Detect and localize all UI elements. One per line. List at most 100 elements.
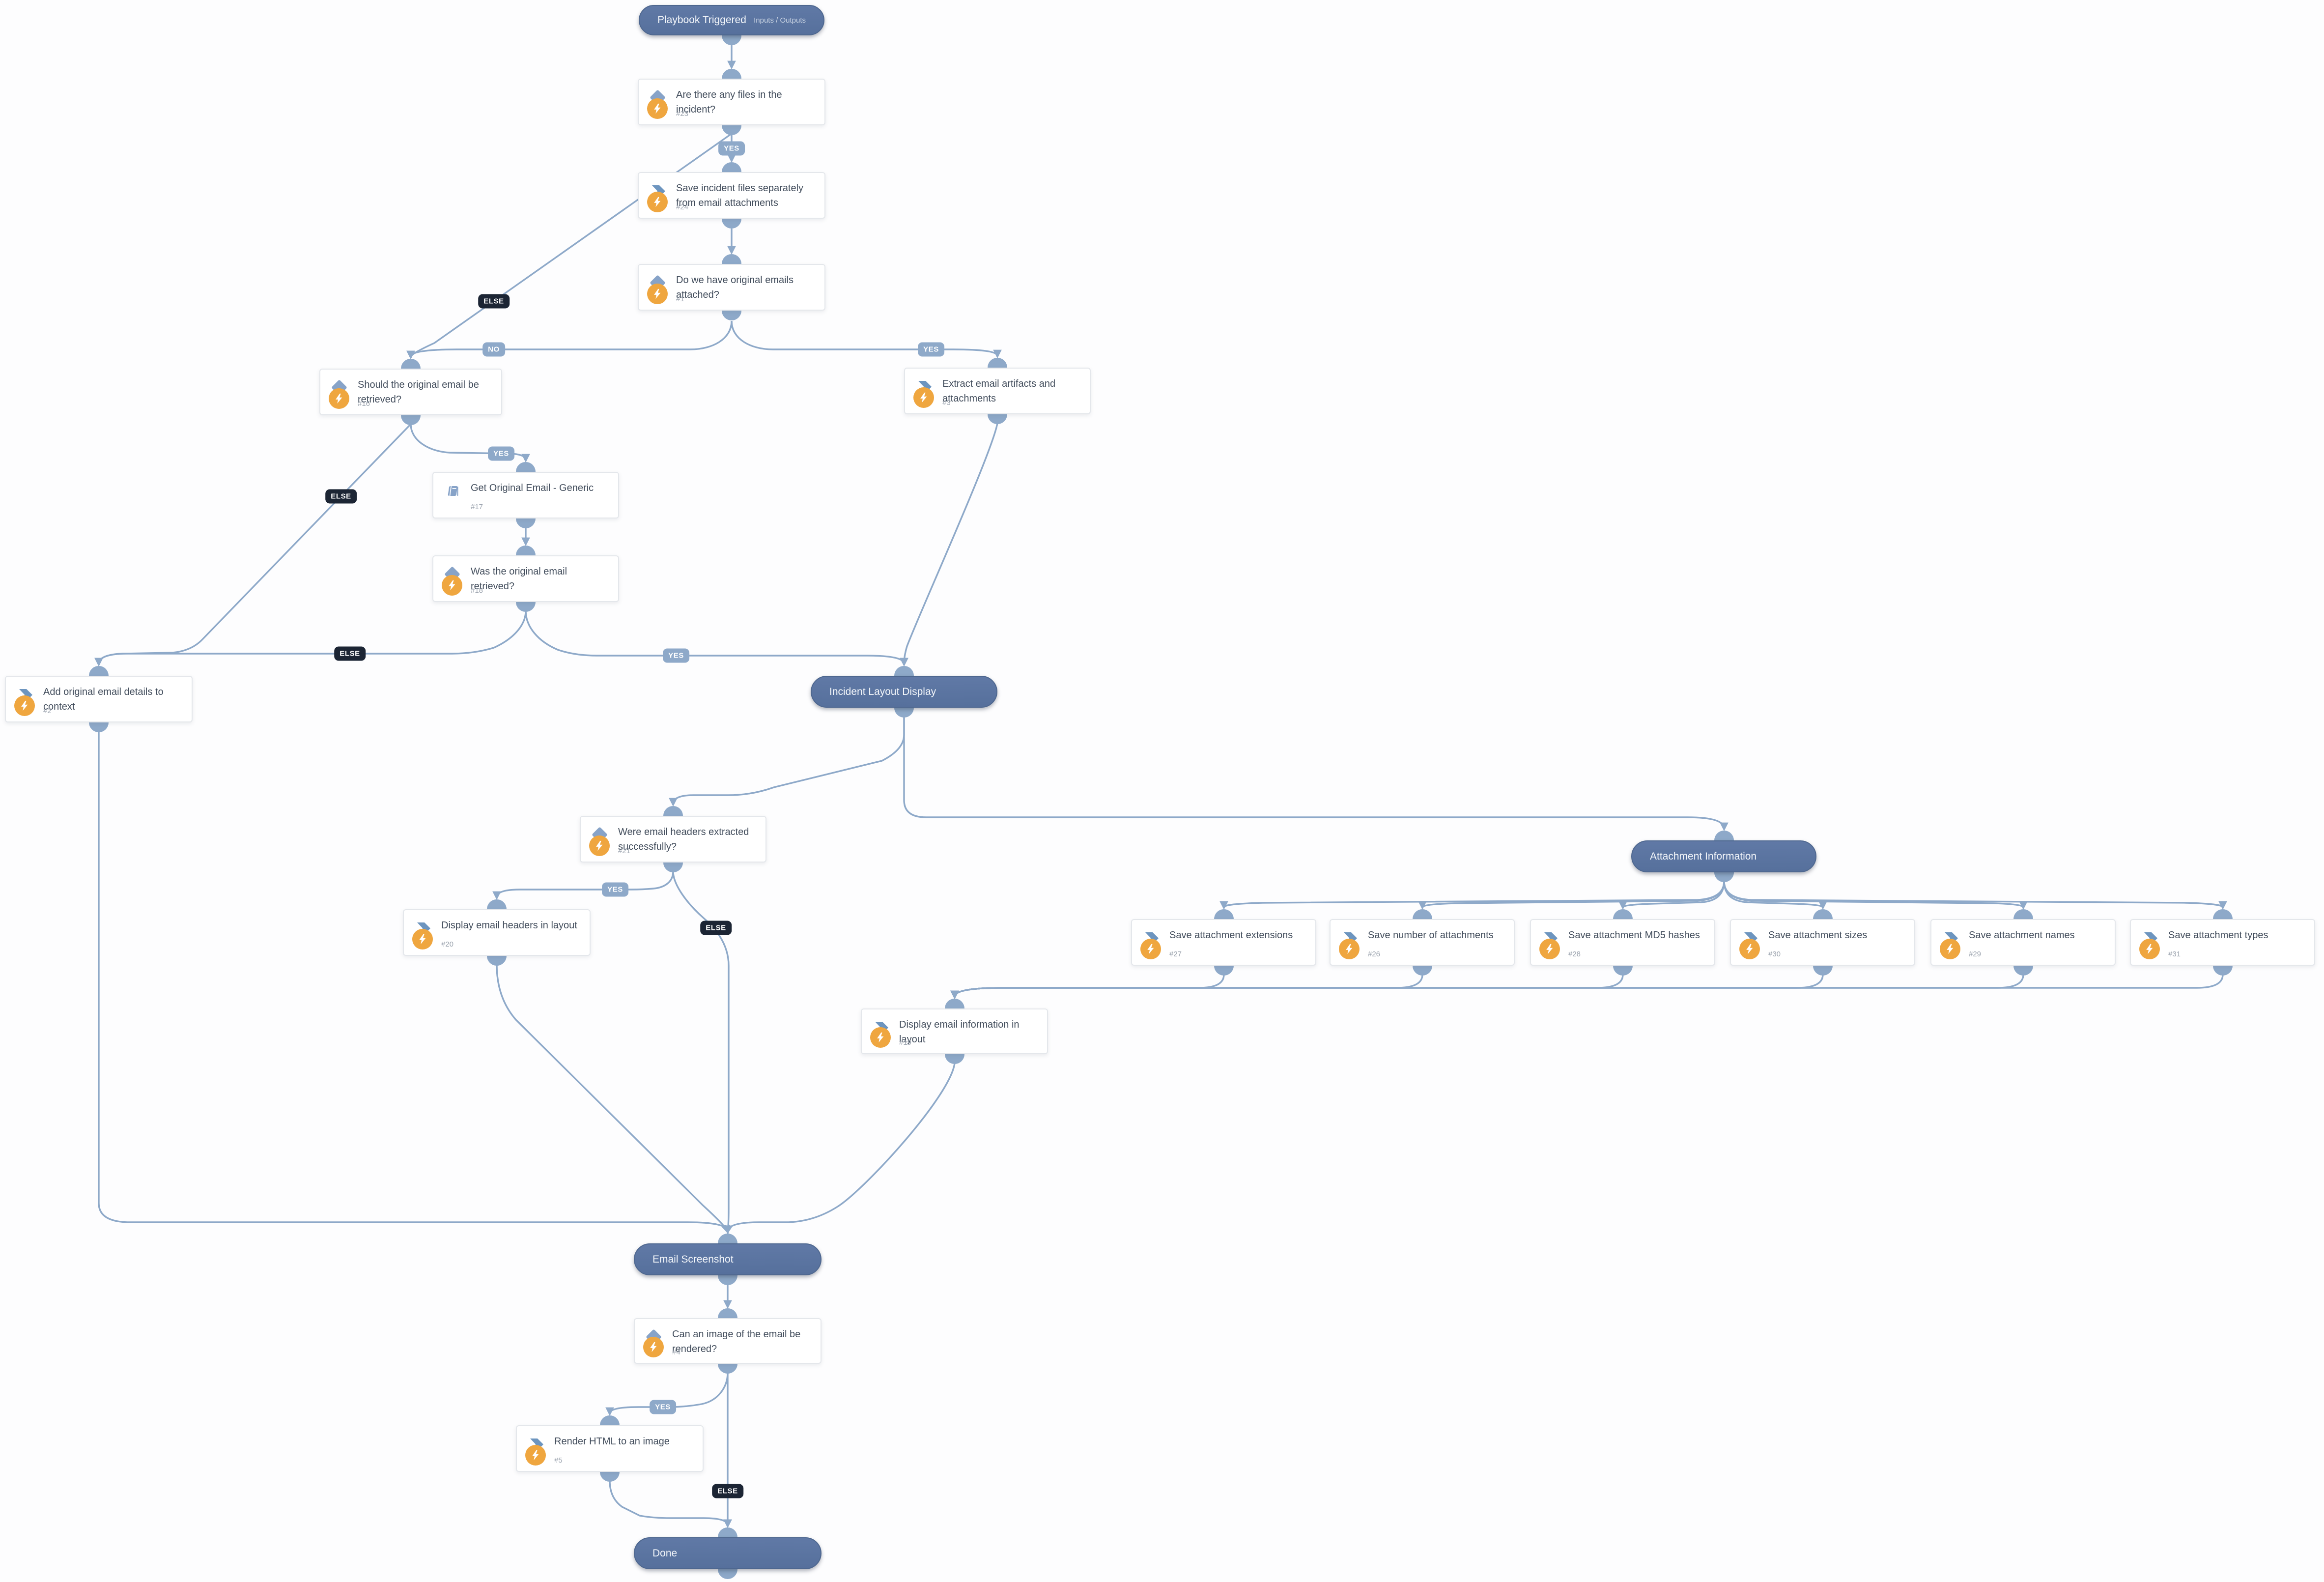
badge-yes-headers: YES [602,882,628,897]
task-title: Should the original email be retrieved? [358,379,479,405]
section-incident-layout-display[interactable]: Incident Layout Display [811,676,997,708]
task-display-email-information[interactable]: Display email information in layout#19 [861,1008,1048,1054]
badge-else-render: ELSE [712,1484,743,1498]
task-save-number-of-attachments[interactable]: Save number of attachments#26 [1330,919,1515,966]
condition-should-email-be-retrieved[interactable]: Should the original email be retrieved?#… [319,369,502,415]
section-attachment-information[interactable]: Attachment Information [1631,840,1816,872]
automation-lightning-icon [647,284,668,304]
task-title: Get Original Email - Generic [471,483,594,493]
task-id: #27 [1169,950,1182,958]
automation-lightning-icon [2139,939,2160,959]
condition-files-in-incident[interactable]: Are there any files in the incident?#23 [638,79,825,125]
task-title: Save attachment sizes [1768,930,1868,941]
task-save-attachment-names[interactable]: Save attachment names #29 [1930,919,2116,966]
task-id: #20 [441,940,454,949]
task-id: #30 [1768,950,1781,958]
task-title: Was the original email retrieved? [471,566,567,592]
badge-yes-render: YES [650,1400,676,1414]
task-id: #29 [1969,950,1982,958]
task-save-incident-files[interactable]: Save incident files separately from emai… [638,172,825,219]
task-id: #31 [2168,950,2181,958]
task-title: Add original email details to context [43,687,164,712]
edge-16-else-to-2 [94,423,412,667]
edge-29-to-19 [950,974,2024,1000]
task-add-email-details-to-context[interactable]: Add original email details to context#2 [5,676,193,722]
edge-ai-to-30 [1723,881,1827,910]
section-done[interactable]: Done [634,1537,822,1569]
task-id: #3 [942,399,951,407]
task-title: Save incident files separately from emai… [676,183,804,208]
task-title: Do we have original emails attached? [676,275,794,300]
task-id: #1 [676,295,684,303]
task-id: #19 [899,1038,912,1047]
badge-yes-files: YES [718,141,745,156]
automation-lightning-icon [329,388,349,409]
condition-can-image-be-rendered[interactable]: Can an image of the email be rendered?#4 [634,1318,822,1364]
edge-16-yes-to-17 [410,424,530,463]
edge-21-else-to-screenshot [672,871,733,1235]
task-extract-email-artifacts[interactable]: Extract email artifacts and attachments#… [904,368,1091,414]
task-title: Display email information in layout [899,1019,1020,1045]
edge-28-to-19 [950,974,1624,1000]
task-title: Save number of attachments [1368,930,1494,941]
task-id: #18 [471,586,483,595]
edge-18-yes-to-layout [525,610,908,667]
automation-lightning-icon [647,98,668,119]
edge-30-to-19 [950,974,1824,1000]
section-title: Attachment Information [1650,850,1757,862]
task-save-attachment-sizes[interactable]: Save attachment sizes #30 [1730,919,1915,966]
automation-lightning-icon [647,192,668,212]
task-title: Display email headers in layout [441,920,577,931]
badge-else-retrieve: ELSE [325,489,357,504]
task-save-attachment-md5-hashes[interactable]: Save attachment MD5 hashes#28 [1530,919,1715,966]
automation-lightning-icon [1140,939,1161,959]
section-email-screenshot[interactable]: Email Screenshot [634,1243,822,1275]
edge-31-to-19 [950,974,2224,1000]
edge-ai-to-31 [1723,881,2227,910]
condition-headers-extracted[interactable]: Were email headers extracted successfull… [580,816,766,863]
badge-else-files: ELSE [478,294,510,309]
edge-20-to-screenshot [496,964,730,1235]
task-id: #4 [672,1348,680,1356]
task-title: Were email headers extracted successfull… [618,827,749,852]
automation-lightning-icon [870,1027,891,1048]
task-title: Save attachment types [2168,930,2268,941]
edge-19-to-screenshot [723,1063,956,1235]
task-save-attachment-types[interactable]: Save attachment types #31 [2130,919,2315,966]
inputs-outputs-link[interactable]: Inputs / Outputs [754,16,806,25]
section-title: Email Screenshot [652,1253,734,1265]
badge-yes-retrieve: YES [488,446,514,461]
section-title: Incident Layout Display [829,686,936,697]
edge-1-yes-to-3 [731,320,1002,359]
edge-23-else-to-16 [406,133,732,360]
task-display-email-headers[interactable]: Display email headers in layout #20 [403,909,591,956]
badge-yes-emails-attached: YES [918,342,944,357]
condition-original-emails-attached[interactable]: Do we have original emails attached?#1 [638,264,825,311]
task-save-attachment-extensions[interactable]: Save attachment extensions #27 [1131,919,1316,966]
edge-5-to-done [609,1480,732,1528]
task-id: #17 [471,503,483,511]
automation-lightning-icon [412,929,433,949]
task-id: #21 [618,847,631,855]
playbook-get-original-email[interactable]: Get Original Email - Generic #17 [432,472,619,518]
automation-lightning-icon [913,387,934,408]
section-title: Done [652,1547,678,1559]
task-title: Extract email artifacts and attachments [942,378,1056,404]
task-id: #28 [1568,950,1581,958]
task-render-html-to-image[interactable]: Render HTML to an image#5 [516,1425,704,1472]
task-title: Save attachment names [1969,930,2075,941]
task-title: Save attachment extensions [1169,930,1293,941]
automation-lightning-icon [643,1337,664,1357]
automation-lightning-icon [1539,939,1560,959]
task-id: #23 [676,110,689,118]
task-id: #24 [676,203,689,211]
edge-1-no-to-16 [406,320,733,360]
badge-no-emails-attached: NO [482,342,505,357]
task-id: #2 [43,707,52,715]
edge-4-yes-to-5 [605,1372,729,1416]
task-title: Are there any files in the incident? [676,89,782,115]
condition-was-email-retrieved[interactable]: Was the original email retrieved?#18 [432,555,619,602]
badge-else-retrieved: ELSE [334,646,366,661]
